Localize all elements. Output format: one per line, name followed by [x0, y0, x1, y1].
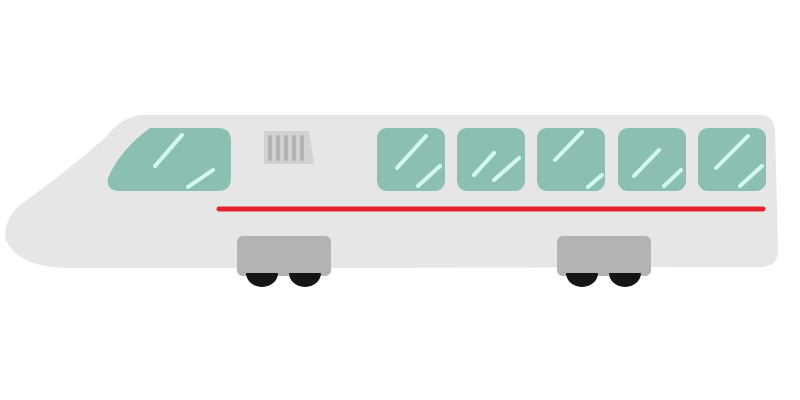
wheel	[289, 273, 321, 287]
passenger-window-3	[537, 128, 605, 191]
passenger-window-5	[698, 128, 766, 191]
passenger-window-2	[457, 128, 525, 191]
passenger-window-4	[618, 128, 686, 191]
bogie-housing-rear	[557, 236, 651, 272]
wheel	[609, 273, 641, 287]
wheel	[246, 273, 278, 287]
vent-grille	[264, 131, 314, 164]
cab-window	[107, 128, 231, 191]
wheel	[566, 273, 598, 287]
bogie-housing-front	[237, 236, 331, 272]
passenger-window-1	[377, 128, 445, 191]
